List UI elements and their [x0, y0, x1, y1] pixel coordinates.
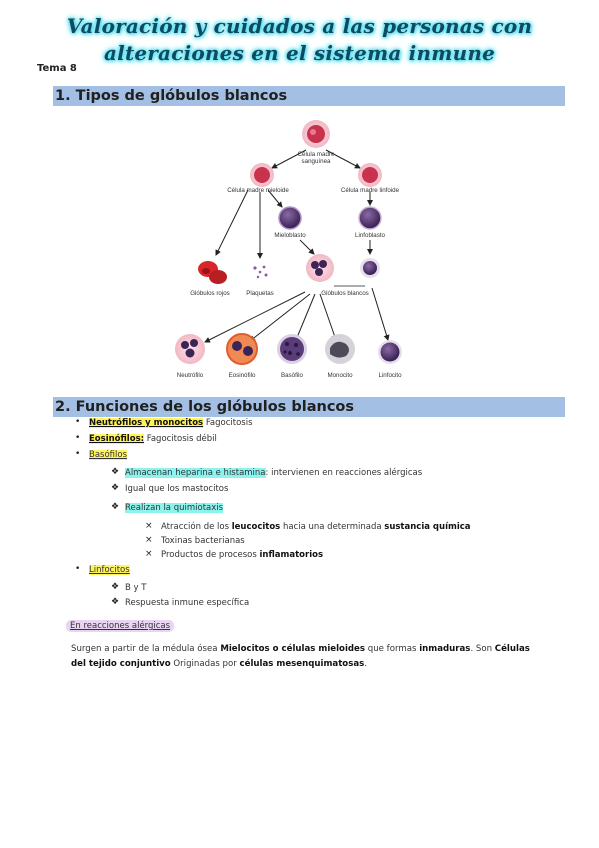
- lymphoid-label: Célula madre linfoide: [341, 187, 400, 194]
- lymphoid-stem-cell-icon: [358, 163, 382, 187]
- neutro-text: Fagocitosis: [205, 418, 253, 428]
- page-title-line1: Valoración y cuidados a las personas con: [66, 14, 533, 38]
- bullet-icon: •: [75, 449, 81, 459]
- neutrophil-label: Neutrófilo: [177, 372, 204, 379]
- q1-c: hacia una determinada: [280, 522, 385, 532]
- stem-cell-label-1: Célula madre: [298, 151, 335, 158]
- diamond-bullet-icon: ❖: [111, 582, 120, 592]
- quimio-sub-1: Atracción de los leucocitos hacia una de…: [161, 522, 471, 533]
- diamond-bullet-icon: ❖: [111, 502, 120, 512]
- baso-sub-2: Igual que los mastocitos: [125, 484, 229, 494]
- q3-a: Productos de procesos: [161, 550, 260, 560]
- quimio-sub-2: Toxinas bacterianas: [161, 536, 245, 546]
- para-b: Mielocitos o células mieloides: [220, 644, 366, 654]
- x-bullet-icon: ×: [145, 535, 153, 545]
- para-h: células mesenquimatosas: [239, 659, 365, 669]
- myeloblast-icon: [278, 206, 302, 230]
- topic-label: Tema 8: [37, 63, 77, 74]
- diamond-bullet-icon: ❖: [111, 483, 120, 493]
- eosi-text: Fagocitosis débil: [146, 434, 217, 444]
- neutro-label: Neutrófilos y monocitos: [89, 418, 204, 428]
- platelets-icon: [253, 265, 268, 279]
- q1-b: leucocitos: [231, 522, 281, 532]
- linfo-sub-1: B y T: [125, 583, 147, 593]
- neutrophil-icon: [175, 334, 205, 364]
- baso-sub1-text: : intervienen en reacciones alérgicas: [265, 468, 423, 478]
- allergic-reactions-tag: En reacciones alérgicas: [66, 620, 175, 632]
- diamond-bullet-icon: ❖: [111, 597, 120, 607]
- para-a: Surgen a partir de la médula ósea: [71, 644, 221, 654]
- diamond-bullet-icon: ❖: [111, 467, 120, 477]
- myeloid-label: Célula madre mieloide: [227, 187, 289, 194]
- section-title: Tipos de glóbulos blancos: [75, 88, 288, 104]
- section-header-2: 2. Funciones de los glóbulos blancos: [53, 397, 565, 417]
- basophil-icon: [277, 334, 307, 364]
- quimiotaxis-highlight: Realizan la quimiotaxis: [125, 503, 224, 513]
- stem-cell-icon: [302, 120, 330, 148]
- section-header-1: 1. Tipos de glóbulos blancos: [53, 86, 565, 106]
- lymphocyte-icon: [378, 340, 402, 364]
- linfo-label: Linfocitos: [89, 565, 130, 575]
- red-cells-label: Glóbulos rojos: [190, 290, 230, 297]
- para-f: Células del tejido conjuntivo: [71, 644, 530, 669]
- page-title-line2: alteraciones en el sistema inmune: [103, 41, 495, 65]
- lymphoblast-label: Linfoblasto: [355, 232, 385, 239]
- bullet-icon: •: [75, 433, 81, 443]
- bullet-neutrofilos: Neutrófilos y monocitos Fagocitosis: [89, 418, 253, 429]
- allergic-tag-text: En reacciones alérgicas: [66, 620, 175, 632]
- para-i: .: [364, 659, 367, 669]
- white-blood-cell-diagram: Célula madre sanguínea Célula madre miel…: [175, 120, 402, 379]
- x-bullet-icon: ×: [145, 521, 153, 531]
- myeloid-stem-cell-icon: [250, 163, 274, 187]
- bullet-icon: •: [75, 564, 81, 574]
- white-cells-label: Glóbulos blancos: [321, 290, 368, 297]
- stem-cell-label-2: sanguínea: [302, 158, 331, 165]
- eosinophil-label: Eosinófilo: [229, 372, 256, 379]
- white-blood-cells-icon: [306, 254, 380, 282]
- section-title: Funciones de los glóbulos blancos: [75, 399, 355, 415]
- baso-label: Basófilos: [89, 450, 128, 460]
- eosi-label: Eosinófilos:: [89, 434, 145, 444]
- x-bullet-icon: ×: [145, 549, 153, 559]
- baso-sub-3: Realizan la quimiotaxis: [125, 503, 224, 514]
- lymphocyte-label: Linfocito: [378, 372, 402, 379]
- section-number: 1.: [55, 88, 71, 104]
- quimio-sub-3: Productos de procesos inflamatorios: [161, 550, 323, 561]
- para-g: Originadas por: [170, 659, 240, 669]
- q1-a: Atracción de los: [161, 522, 232, 532]
- monocyte-icon: [325, 334, 355, 364]
- bullet-eosinofilos: Eosinófilos: Fagocitosis débil: [89, 434, 217, 445]
- bullet-icon: •: [75, 417, 81, 427]
- bullet-basofilos: Basófilos: [89, 450, 128, 461]
- red-blood-cells-icon: [198, 261, 227, 284]
- section-number: 2.: [55, 399, 71, 415]
- eosinophil-icon: [226, 333, 258, 365]
- para-d: inmaduras: [419, 644, 471, 654]
- bullet-linfocitos: Linfocitos: [89, 565, 130, 576]
- baso-sub-1: Almacenan heparina e histamina: intervie…: [125, 468, 422, 479]
- platelets-label: Plaquetas: [246, 290, 274, 297]
- q3-b: inflamatorios: [259, 550, 324, 560]
- myeloblast-label: Mieloblasto: [274, 232, 306, 239]
- lymphoblast-icon: [358, 206, 382, 230]
- q1-d: sustancia química: [384, 522, 471, 532]
- para-e: . Son: [470, 644, 495, 654]
- para-c: que formas: [365, 644, 420, 654]
- monocyte-label: Monocito: [327, 372, 353, 379]
- baso-sub1-highlight: Almacenan heparina e histamina: [125, 468, 266, 478]
- paragraph-origin: Surgen a partir de la médula ósea Mieloc…: [71, 642, 541, 672]
- linfo-sub-2: Respuesta inmune específica: [125, 598, 250, 608]
- basophil-label: Basófilo: [281, 372, 304, 379]
